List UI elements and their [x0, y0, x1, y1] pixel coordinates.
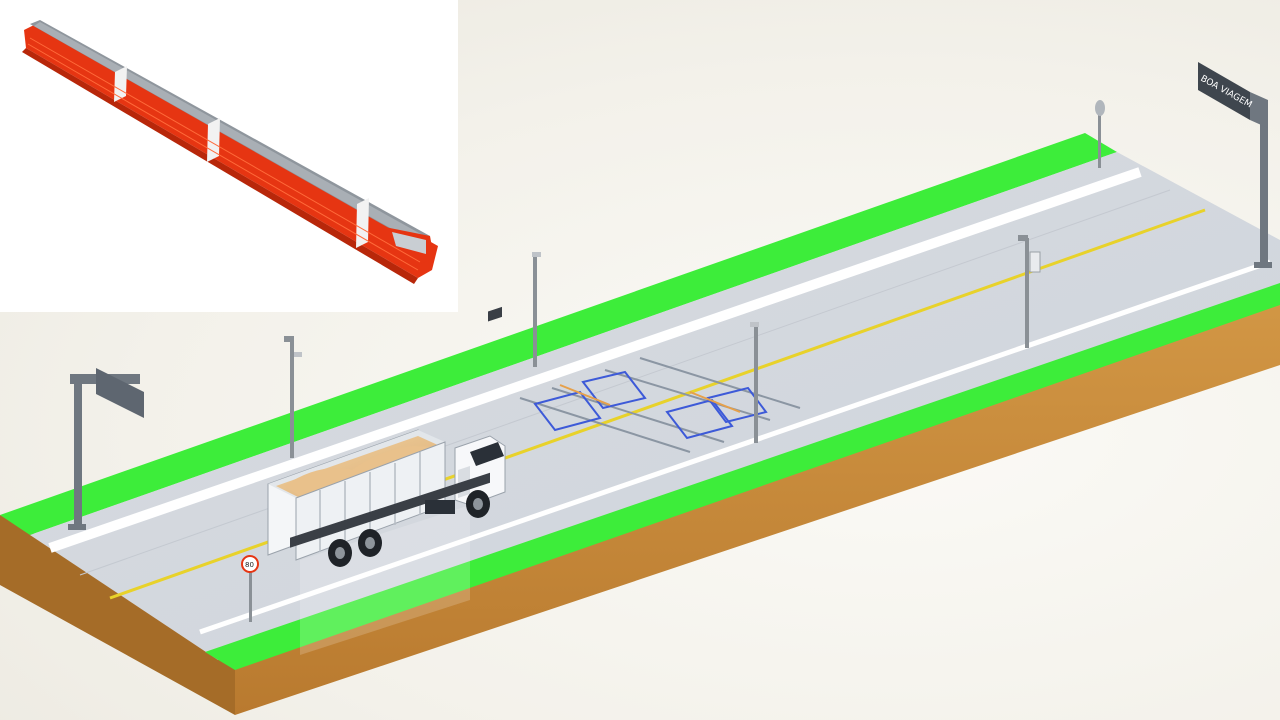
edge-line-back [48, 167, 1142, 553]
truck-reflection [300, 505, 470, 655]
gantry-left [68, 368, 144, 530]
platform-front-side [235, 295, 1280, 715]
sign-pole-back [1095, 100, 1105, 168]
gantry-right [1198, 62, 1272, 268]
speed-limit-text: 80 [245, 561, 254, 569]
edge-line-front [199, 259, 1271, 635]
dump-truck [267, 306, 506, 567]
sensor-strip [22, 20, 438, 284]
grass-front [205, 283, 1280, 670]
camera-pole-4 [1018, 235, 1041, 348]
sensor-strip-inset [0, 0, 458, 312]
grass-back [0, 133, 1117, 535]
platform-left-side [0, 515, 235, 715]
camera-pole-2 [532, 252, 541, 367]
camera-pole-3 [750, 322, 759, 443]
speed-limit-sign [241, 555, 259, 622]
lane-seam [79, 189, 1171, 576]
camera-pole-1 [284, 336, 302, 458]
sensor-zone [519, 357, 801, 453]
